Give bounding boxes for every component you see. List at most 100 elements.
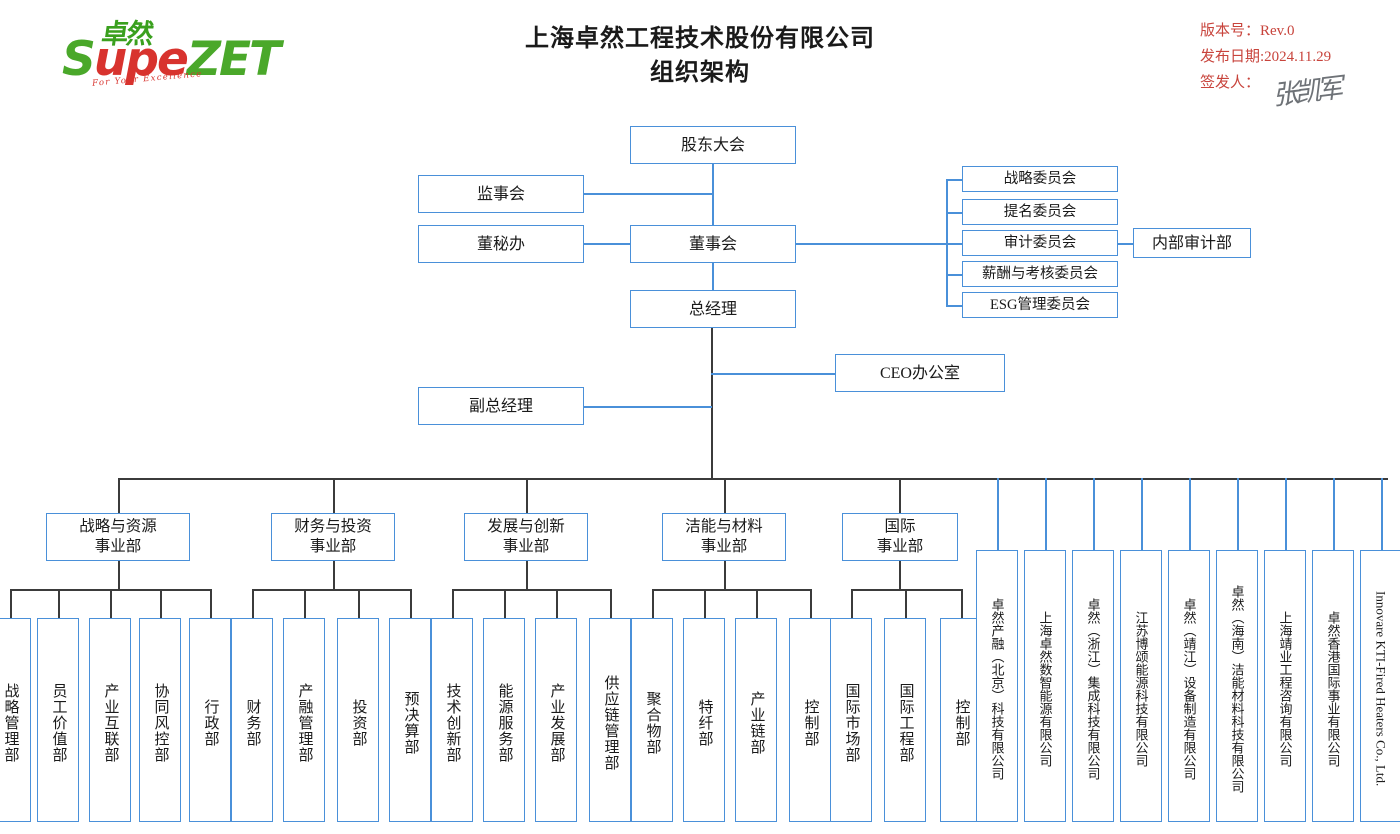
dept-box-5-3[interactable]: 控制部 [940,618,982,822]
dept-box-4-2[interactable]: 特纤部 [683,618,725,822]
drop-to-division-1 [118,478,120,513]
drop-dept-5-2 [905,589,907,618]
division-box-5[interactable]: 国际 事业部 [842,513,958,561]
drop-dept-4-4 [810,589,812,618]
dept-box-3-1[interactable]: 技术创新部 [431,618,473,822]
drop-to-division-4 [724,478,726,513]
node-ceo-office[interactable]: CEO办公室 [835,354,1005,392]
drop-dept-3-3 [556,589,558,618]
drop-dept-2-2 [304,589,306,618]
division-5-line2: 事业部 [876,538,924,555]
connector-secretary-to-board [584,243,630,245]
node-internal-audit-dept[interactable]: 内部审计部 [1133,228,1251,258]
dept-box-4-3[interactable]: 产业链部 [735,618,777,822]
drop-dept-2-4 [410,589,412,618]
division-1-line2: 事业部 [94,538,142,555]
division-5-stem [899,561,901,589]
connector-board-to-committee-bus [796,243,946,245]
company-logo: 卓然 SupeZET For Your Excellence [62,14,281,92]
connector-board-to-gm [712,263,714,290]
subsidiary-box-9[interactable]: Innovare KTI-Fired Heaters Co., Ltd. [1360,550,1400,822]
drop-dept-5-3 [961,589,963,618]
dept-box-4-1[interactable]: 聚合物部 [631,618,673,822]
logo-wordmark: SupeZET [62,32,281,87]
drop-dept-1-3 [110,589,112,618]
logo-word-zet: ZET [186,32,281,87]
division-3-stem [526,561,528,589]
division-1-stem [118,561,120,589]
drop-to-division-5 [899,478,901,513]
node-committee-esg[interactable]: ESG管理委员会 [962,292,1118,318]
division-4-stem [724,561,726,589]
subsidiary-box-3[interactable]: 卓然（浙江）集成科技有限公司 [1072,550,1114,822]
division-1-line1: 战略与资源 [79,518,157,535]
drop-subsidiary-5 [1189,478,1191,550]
dept-box-1-3[interactable]: 产业互联部 [89,618,131,822]
logo-word-up: up [93,32,159,87]
page-title-line1: 上海卓然工程技术股份有限公司 [525,26,875,52]
subsidiary-box-8[interactable]: 卓然香港国际事业有限公司 [1312,550,1354,822]
drop-dept-5-1 [851,589,853,618]
version-label: 版本号：Rev.0 [1200,23,1295,39]
drop-to-division-2 [333,478,335,513]
subsidiary-box-7[interactable]: 上海靖业工程咨询有限公司 [1264,550,1306,822]
division-box-3[interactable]: 发展与创新 事业部 [464,513,588,561]
drop-subsidiary-3 [1093,478,1095,550]
subsidiary-box-5[interactable]: 卓然（靖江）设备制造有限公司 [1168,550,1210,822]
node-supervisory-board[interactable]: 监事会 [418,175,584,213]
dept-box-5-2[interactable]: 国际工程部 [884,618,926,822]
dept-box-2-2[interactable]: 产融管理部 [283,618,325,822]
node-shareholders-meeting[interactable]: 股东大会 [630,126,796,164]
division-box-4[interactable]: 洁能与材料 事业部 [662,513,786,561]
node-board-secretary-office[interactable]: 董秘办 [418,225,584,263]
division-box-2[interactable]: 财务与投资 事业部 [271,513,395,561]
issuer-label: 签发人： [1200,75,1261,91]
dept-box-1-1[interactable]: 战略管理部 [0,618,31,822]
drop-dept-2-3 [358,589,360,618]
node-committee-strategy[interactable]: 战略委员会 [962,166,1118,192]
drop-dept-1-1 [10,589,12,618]
division-4-line1: 洁能与材料 [685,518,763,535]
node-deputy-general-manager[interactable]: 副总经理 [418,387,584,425]
trunk-gm-main [711,328,713,478]
dept-box-3-3[interactable]: 产业发展部 [535,618,577,822]
drop-subsidiary-1 [997,478,999,550]
dept-box-1-5[interactable]: 行政部 [189,618,231,822]
node-board-of-directors[interactable]: 董事会 [630,225,796,263]
division-3-dept-bus [452,589,610,591]
subsidiary-box-6[interactable]: 卓然（海南）洁能材料科技有限公司 [1216,550,1258,822]
dept-box-1-4[interactable]: 协同风控部 [139,618,181,822]
dept-box-4-4[interactable]: 控制部 [789,618,831,822]
division-2-line2: 事业部 [309,538,357,555]
drop-dept-2-1 [252,589,254,618]
dept-box-2-4[interactable]: 预决算部 [389,618,431,822]
connector-gm-to-deputy [584,406,712,408]
division-4-line2: 事业部 [700,538,748,555]
dept-box-3-4[interactable]: 供应链管理部 [589,618,631,822]
subsidiary-box-1[interactable]: 卓然产融（北京）科技有限公司 [976,550,1018,822]
connector-committee-nomination [946,212,962,214]
division-4-dept-bus [652,589,810,591]
logo-word-s: S [62,32,96,87]
subsidiary-box-2[interactable]: 上海卓然数智能源有限公司 [1024,550,1066,822]
division-box-1[interactable]: 战略与资源 事业部 [46,513,190,561]
dept-box-3-2[interactable]: 能源服务部 [483,618,525,822]
dept-box-1-2[interactable]: 员工价值部 [37,618,79,822]
subsidiary-box-4[interactable]: 江苏博颂能源科技有限公司 [1120,550,1162,822]
release-date-label: 发布日期:2024.11.29 [1200,49,1332,65]
node-committee-audit[interactable]: 审计委员会 [962,230,1118,256]
connector-committee-strategy [946,179,962,181]
connector-committee-compensation [946,274,962,276]
node-committee-nomination[interactable]: 提名委员会 [962,199,1118,225]
drop-to-division-3 [526,478,528,513]
node-general-manager[interactable]: 总经理 [630,290,796,328]
dept-box-5-1[interactable]: 国际市场部 [830,618,872,822]
drop-subsidiary-9 [1381,478,1383,550]
division-2-line1: 财务与投资 [294,518,372,535]
dept-box-2-3[interactable]: 投资部 [337,618,379,822]
node-committee-compensation[interactable]: 薪酬与考核委员会 [962,261,1118,287]
dept-box-2-1[interactable]: 财务部 [231,618,273,822]
connector-gm-to-ceo-office [711,373,835,375]
page-title-line2: 组织架构 [650,60,750,86]
